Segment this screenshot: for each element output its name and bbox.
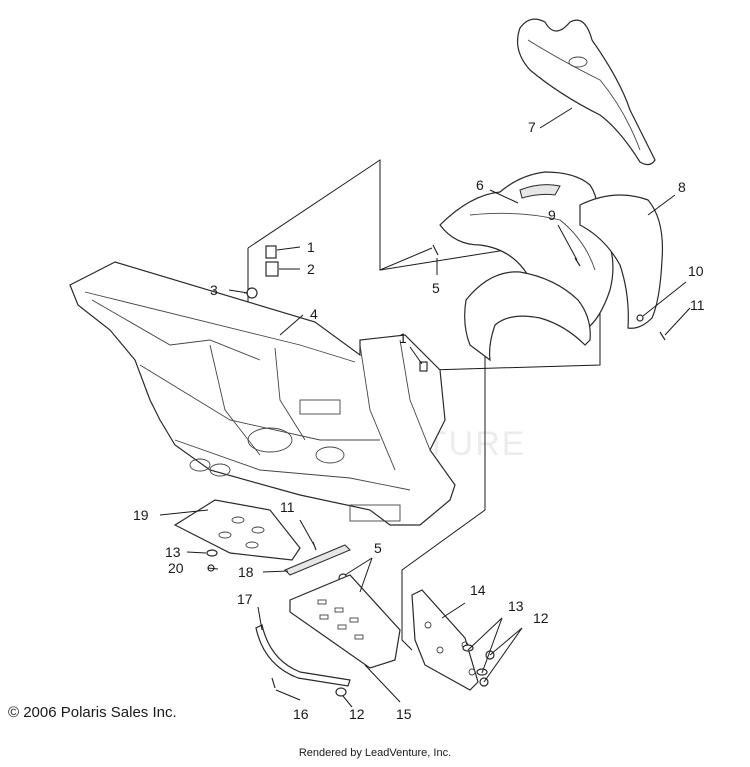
part-11-rivet-upper <box>659 331 666 341</box>
part-15-footrest <box>289 574 401 669</box>
callout-7: 7 <box>528 119 536 135</box>
callout-5-lower: 5 <box>374 540 382 556</box>
callout-2: 2 <box>307 261 315 277</box>
part-16-pin <box>271 677 276 689</box>
callout-16: 16 <box>293 706 309 722</box>
part-12-nut-lower <box>335 687 347 697</box>
leader-lines <box>159 107 691 708</box>
part-17-rod <box>255 624 351 687</box>
callout-6: 6 <box>476 177 484 193</box>
part-1-clip-lower <box>419 361 428 372</box>
part-18-strip <box>284 544 351 576</box>
callout-12-lower: 12 <box>349 706 365 722</box>
callout-4: 4 <box>310 306 318 322</box>
callout-8: 8 <box>678 179 686 195</box>
copyright-notice: © 2006 Polaris Sales Inc. <box>8 704 177 721</box>
part-7-rear-rack-cover <box>517 18 656 166</box>
callout-20: 20 <box>168 560 184 576</box>
callout-19: 19 <box>133 507 149 523</box>
part-6-rear-fender <box>464 271 591 362</box>
part-13-washer-left <box>206 549 218 557</box>
callout-13-right: 13 <box>508 598 524 614</box>
callout-14: 14 <box>470 582 486 598</box>
callout-15: 15 <box>396 706 412 722</box>
callouts: 1 2 3 4 1 5 6 7 8 9 10 11 5 11 19 13 20 … <box>133 119 705 722</box>
callout-5-upper: 5 <box>432 280 440 296</box>
callout-11-lower: 11 <box>280 499 295 515</box>
part-6-front-cab <box>439 171 614 331</box>
part-2-bracket <box>265 245 279 277</box>
part-8-front-fender <box>579 194 664 329</box>
callout-11-upper: 11 <box>690 297 705 313</box>
callout-17: 17 <box>237 591 253 607</box>
callout-10: 10 <box>688 263 704 279</box>
callout-9: 9 <box>548 207 556 223</box>
part-4-frame <box>69 261 456 526</box>
part-5-fastener-upper <box>432 244 439 256</box>
part-10-grommet <box>636 314 644 322</box>
part-14-mud-flap <box>411 589 479 691</box>
callout-12-right: 12 <box>533 610 549 626</box>
callout-18: 18 <box>238 564 254 580</box>
part-9-fastener <box>574 257 581 267</box>
part-19-skid-plate <box>173 499 301 561</box>
callout-13-left: 13 <box>165 544 181 560</box>
callout-3: 3 <box>210 282 218 298</box>
callout-1-upper: 1 <box>307 239 315 255</box>
rendered-by-credit: Rendered by LeadVenture, Inc. <box>298 747 452 759</box>
callout-1-lower: 1 <box>399 330 407 346</box>
